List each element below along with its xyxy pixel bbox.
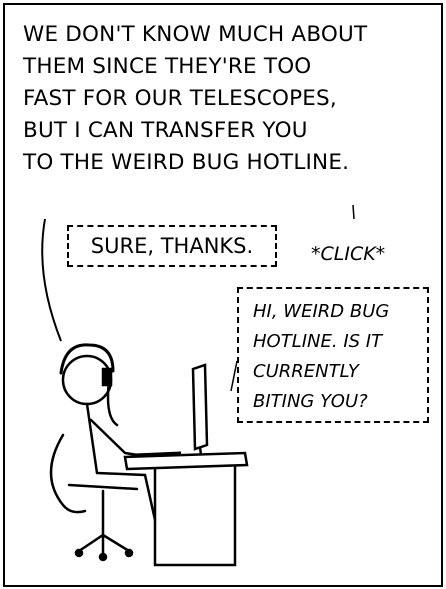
office-chair: [49, 433, 139, 562]
hotline-tail: [230, 360, 238, 392]
desk-legs: [153, 465, 237, 567]
desk-top: [123, 451, 249, 471]
thanks-text: SURE, THANKS.: [90, 234, 254, 258]
headset-ear: [101, 367, 113, 387]
hotline-line: HI, WEIRD BUG: [253, 301, 390, 322]
speech-bubble-thanks: SURE, THANKS.: [67, 225, 277, 267]
hotline-line: BITING YOU?: [253, 391, 368, 412]
narration-line: WE DON'T KNOW MUCH ABOUT: [23, 22, 368, 47]
headset-mic: [106, 379, 119, 427]
narration-line: TO THE WEIRD BUG HOTLINE.: [23, 150, 350, 175]
headset-band: [59, 343, 115, 375]
figure-leg: [95, 471, 157, 522]
narration-line: BUT I CAN TRANSFER YOU: [23, 118, 308, 143]
hotline-line: HOTLINE. IS IT: [253, 331, 383, 352]
stick-figure: [59, 343, 157, 522]
computer-monitor: [191, 363, 209, 456]
narration-line: FAST FOR OUR TELESCOPES,: [23, 86, 337, 111]
figure-body: [85, 402, 99, 475]
narration-tail: [41, 218, 62, 342]
chair-seat: [67, 483, 139, 491]
narration-line: THEM SINCE THEY'RE TOO: [23, 54, 312, 79]
chair-base: [77, 533, 131, 557]
chair-back: [49, 433, 87, 514]
desk: [123, 451, 249, 567]
narration-text: WE DON'T KNOW MUCH ABOUT THEM SINCE THEY…: [23, 19, 433, 179]
speech-bubble-hotline: HI, WEIRD BUG HOTLINE. IS IT CURRENTLY B…: [237, 287, 429, 423]
keyboard: [134, 451, 182, 457]
click-sound-effect: *CLICK*: [311, 243, 386, 265]
figure-arm: [89, 418, 152, 459]
scene-drawing: [41, 204, 355, 567]
hotline-line: CURRENTLY: [253, 361, 359, 382]
monitor-stand: [198, 446, 203, 456]
monitor-screen: [191, 363, 209, 451]
comic-panel: WE DON'T KNOW MUCH ABOUT THEM SINCE THEY…: [3, 3, 443, 587]
click-tick: [352, 204, 355, 220]
